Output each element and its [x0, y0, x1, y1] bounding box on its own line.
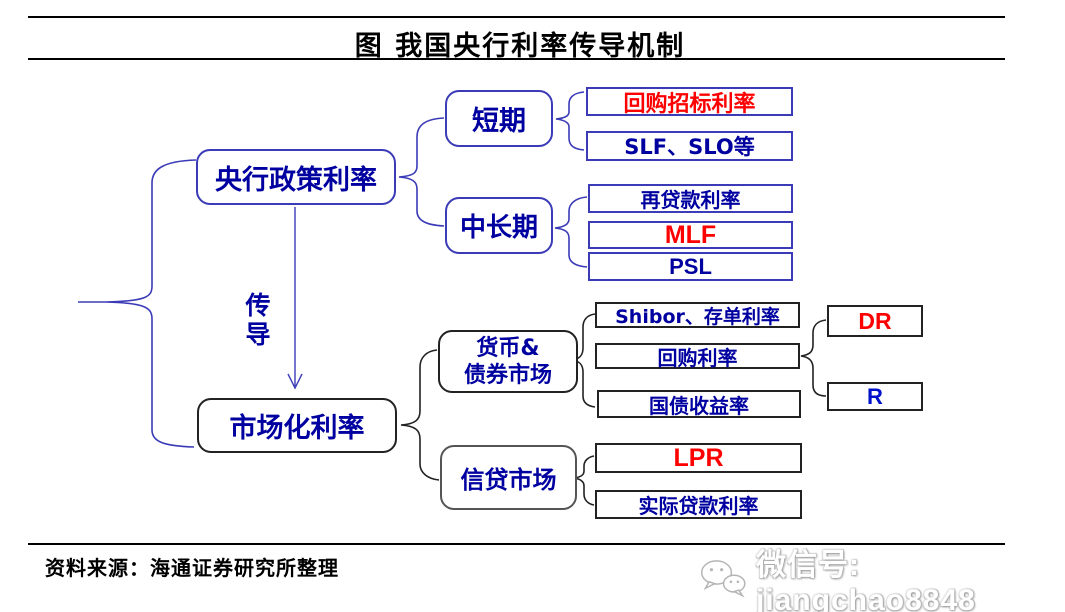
brace-market-markets	[400, 349, 440, 481]
node-mid-long-term: 中长期	[445, 197, 553, 254]
node-lpr: LPR	[595, 443, 802, 473]
node-relending-rate: 再贷款利率	[588, 184, 793, 213]
source-note: 资料来源：海通证券研究所整理	[45, 556, 339, 580]
top-rule	[28, 16, 1005, 18]
money-bond-line1: 货币&	[476, 335, 540, 361]
transmission-label: 传导	[245, 291, 271, 349]
node-dr: DR	[827, 305, 923, 337]
money-bond-line2: 债券市场	[463, 362, 552, 388]
transmission-arrow-head	[287, 373, 303, 390]
wechat-watermark: 微信号: jiangchao8848	[698, 540, 1065, 612]
node-slf-slo: SLF、SLO等	[586, 131, 793, 161]
node-short-term: 短期	[445, 90, 553, 147]
node-actual-loan-rate: 实际贷款利率	[595, 490, 802, 519]
brace-midlong-children	[554, 196, 588, 268]
node-repo-rate: 回购利率	[595, 343, 800, 370]
wechat-id-label: 微信号: jiangchao8848	[756, 549, 976, 612]
node-credit-market: 信贷市场	[440, 445, 577, 510]
node-psl: PSL	[588, 252, 793, 281]
node-policy-rate: 央行政策利率	[196, 149, 396, 205]
brace-credit-children	[573, 455, 595, 506]
wechat-icon	[700, 560, 746, 598]
figure-title: 图 我国央行利率传导机制	[354, 31, 686, 62]
title-bottom-rule	[28, 58, 1005, 60]
brace-repo-dr-r	[800, 319, 827, 397]
node-mlf: MLF	[588, 221, 793, 249]
node-shibor-cd-rate: Shibor、存单利率	[595, 302, 800, 328]
brace-policy-terms	[398, 117, 445, 227]
node-treasury-yield: 国债收益率	[597, 390, 801, 418]
node-money-bond-market: 货币& 债券市场	[438, 330, 578, 393]
node-r: R	[827, 382, 923, 411]
brace-left-main	[105, 159, 197, 448]
footer-rule	[28, 543, 1005, 545]
node-market-rate: 市场化利率	[197, 398, 397, 453]
node-repo-tender-rate: 回购招标利率	[586, 87, 793, 117]
brace-short-children	[555, 91, 585, 151]
